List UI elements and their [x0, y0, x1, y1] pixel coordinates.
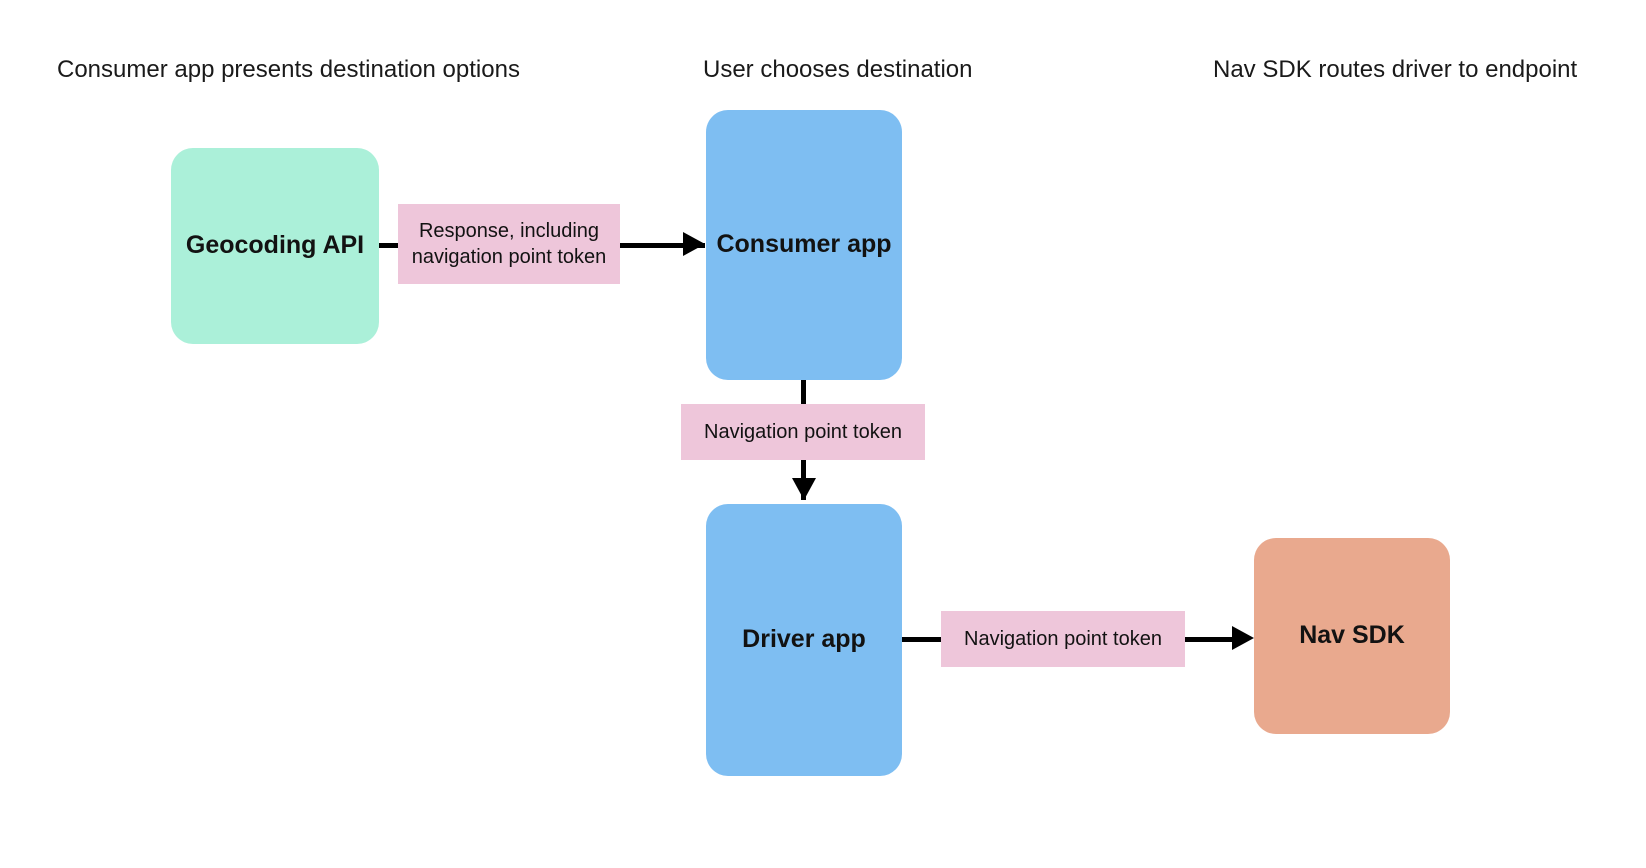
node-label-geocoding-api: Geocoding API [185, 231, 365, 260]
node-label-consumer-app: Consumer app [716, 230, 892, 259]
node-label-nav-sdk: Nav SDK [1299, 621, 1405, 650]
arrowhead-down-icon-consumer-to-driver [792, 478, 816, 500]
edge-label-response-including-navigation-point-token: Response, including navigation point tok… [398, 204, 620, 284]
node-label-driver-app: Driver app [742, 625, 866, 654]
node-nav-sdk[interactable]: Nav SDK [1254, 538, 1450, 734]
node-consumer-app[interactable]: Consumer app [706, 110, 902, 380]
column-caption-consumer-app-presents: Consumer app presents destination option… [57, 56, 520, 83]
column-caption-nav-sdk-routes-driver: Nav SDK routes driver to endpoint [1213, 56, 1578, 83]
arrowhead-right-icon-geocoding-to-consumer [683, 232, 705, 256]
edge-label-navigation-point-token-driver-to-navsdk: Navigation point token [941, 611, 1185, 667]
node-driver-app[interactable]: Driver app [706, 504, 902, 776]
node-geocoding-api[interactable]: Geocoding API [171, 148, 379, 344]
edge-label-navigation-point-token-consumer-to-driver: Navigation point token [681, 404, 925, 460]
column-caption-user-chooses-destination: User chooses destination [703, 56, 973, 83]
arrowhead-right-icon-driver-to-navsdk [1232, 626, 1254, 650]
